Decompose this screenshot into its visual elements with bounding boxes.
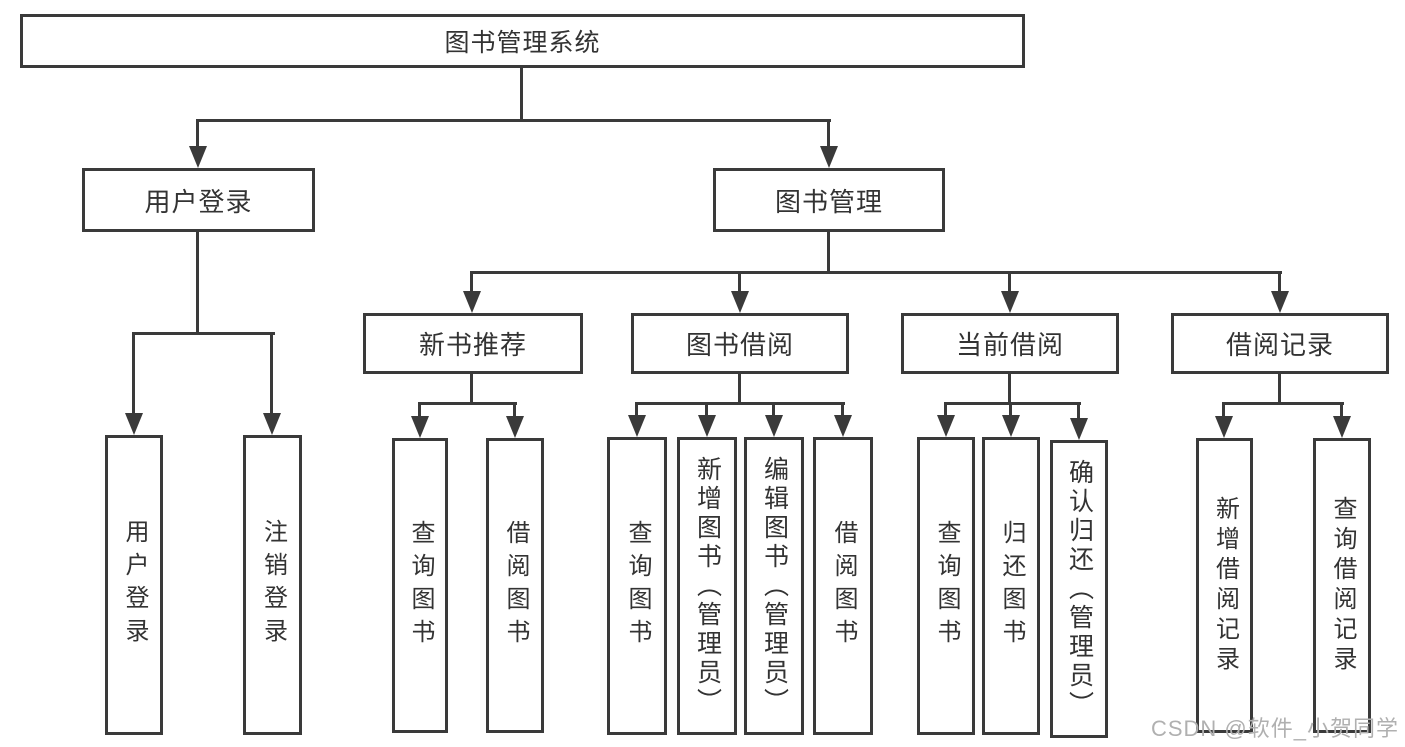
edge-line: [841, 402, 844, 417]
arrowhead-icon: [731, 291, 749, 313]
arrowhead-icon: [1001, 291, 1019, 313]
node-book-borrow: 图书借阅: [631, 313, 849, 374]
arrowhead-icon: [937, 415, 955, 437]
leaf-query-books-3: 查询图书: [917, 437, 975, 735]
leaf-confirm-return-admin: 确认归还（管理员）: [1050, 440, 1108, 738]
leaf-user-login: 用户登录: [105, 435, 163, 735]
leaf-label: 归还图书: [998, 520, 1025, 652]
leaf-label: 确认归还（管理员）: [1065, 458, 1094, 720]
edge-line: [635, 402, 845, 405]
arrowhead-icon: [189, 146, 207, 168]
arrowhead-icon: [1070, 418, 1088, 440]
edge-line: [705, 402, 708, 417]
leaf-label: 借阅图书: [830, 520, 857, 652]
edge-line: [470, 271, 1282, 274]
arrowhead-icon: [628, 415, 646, 437]
arrowhead-icon: [1333, 416, 1351, 438]
arrowhead-icon: [698, 415, 716, 437]
edge-line: [1278, 271, 1281, 295]
leaf-label: 查询借阅记录: [1329, 495, 1356, 676]
arrowhead-icon: [506, 416, 524, 438]
arrowhead-icon: [820, 146, 838, 168]
leaf-query-borrow-record: 查询借阅记录: [1313, 438, 1371, 733]
leaf-query-books-2: 查询图书: [607, 437, 667, 735]
arrowhead-icon: [765, 415, 783, 437]
edge-line: [196, 119, 199, 150]
leaf-label: 注销登录: [259, 519, 287, 651]
leaf-label: 编辑图书（管理员）: [760, 455, 789, 717]
edge-line: [944, 402, 1081, 405]
edge-line: [513, 402, 516, 418]
leaf-label: 查询图书: [624, 520, 651, 652]
edge-line: [827, 119, 830, 150]
leaf-borrow-books-1: 借阅图书: [486, 438, 544, 733]
leaf-label: 用户登录: [121, 519, 148, 651]
leaf-label: 查询图书: [933, 520, 960, 652]
edge-line: [772, 402, 775, 417]
edge-line: [1008, 271, 1011, 295]
edge-line: [470, 372, 473, 405]
node-borrow-records: 借阅记录: [1171, 313, 1389, 374]
arrowhead-icon: [1215, 416, 1233, 438]
edge-line: [418, 402, 421, 418]
arrowhead-icon: [834, 415, 852, 437]
node-new-book-recommend: 新书推荐: [363, 313, 583, 374]
node-user-login: 用户登录: [82, 168, 315, 232]
node-label: 用户登录: [144, 186, 253, 217]
edge-line: [132, 332, 275, 335]
edge-line: [738, 271, 741, 295]
arrowhead-icon: [463, 291, 481, 313]
leaf-add-book-admin: 新增图书（管理员）: [677, 437, 737, 735]
arrowhead-icon: [263, 413, 281, 435]
leaf-edit-book-admin: 编辑图书（管理员）: [744, 437, 804, 735]
csdn-watermark: CSDN @软件_小贺同学: [1150, 716, 1399, 741]
node-label: 当前借阅: [955, 330, 1064, 360]
arrowhead-icon: [411, 416, 429, 438]
leaf-logout: 注销登录: [243, 435, 302, 735]
node-label: 图书借阅: [685, 330, 794, 360]
edge-line: [1008, 372, 1011, 405]
arrowhead-icon: [1002, 415, 1020, 437]
leaf-label: 借阅图书: [502, 519, 529, 652]
edge-line: [944, 402, 947, 417]
node-label: 图书管理: [774, 186, 883, 217]
edge-line: [1222, 402, 1344, 405]
node-label: 借阅记录: [1225, 330, 1334, 360]
leaf-add-borrow-record: 新增借阅记录: [1196, 438, 1253, 733]
edge-line: [520, 66, 523, 121]
edge-line: [1340, 402, 1343, 418]
leaf-return-books: 归还图书: [982, 437, 1040, 735]
node-library-system: 图书管理系统: [20, 14, 1025, 68]
leaf-label: 新增借阅记录: [1211, 495, 1239, 676]
edge-line: [738, 372, 741, 405]
node-book-management: 图书管理: [713, 168, 945, 232]
node-label: 图书管理系统: [444, 29, 601, 57]
edge-line: [270, 332, 273, 416]
node-current-borrow: 当前借阅: [901, 313, 1119, 374]
edge-line: [470, 271, 473, 295]
edge-line: [1009, 402, 1012, 417]
edge-line: [196, 119, 831, 122]
edge-line: [635, 402, 638, 417]
arrowhead-icon: [125, 413, 143, 435]
edge-line: [1077, 402, 1080, 420]
node-label: 新书推荐: [418, 330, 527, 360]
arrowhead-icon: [1271, 291, 1289, 313]
edge-line: [418, 402, 517, 405]
leaf-borrow-books-2: 借阅图书: [813, 437, 873, 735]
edge-line: [196, 232, 199, 335]
edge-line: [1278, 372, 1281, 405]
edge-line: [132, 332, 135, 416]
edge-line: [1222, 402, 1225, 418]
leaf-query-books-1: 查询图书: [392, 438, 448, 733]
leaf-label: 查询图书: [407, 519, 434, 652]
edge-line: [827, 232, 830, 274]
leaf-label: 新增图书（管理员）: [693, 455, 722, 717]
